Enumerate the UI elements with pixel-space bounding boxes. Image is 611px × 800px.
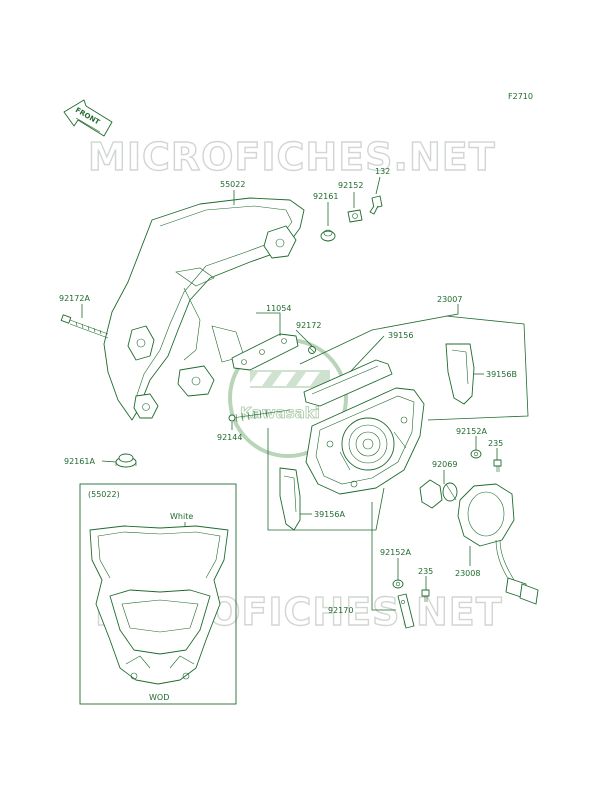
variant-color: White: [170, 512, 193, 521]
collar-92152-part: [347, 209, 363, 223]
kawasaki-logo-text: Kawasaki: [240, 404, 320, 422]
kawasaki-logo: Kawasaki: [228, 338, 348, 458]
part-label-11054: 11054: [266, 304, 291, 313]
headlight-cowl-part: [103, 197, 305, 421]
part-label-92152: 92152: [338, 181, 363, 190]
part-label-39156b: 39156B: [486, 370, 517, 379]
collar-92152a-upper-part: [470, 449, 482, 459]
figure-code: F2710: [508, 92, 533, 101]
part-label-39156: 39156: [388, 331, 413, 340]
variant-label: WOD: [149, 693, 169, 702]
screw-235-upper-part: [493, 459, 502, 472]
part-label-23007: 23007: [437, 295, 462, 304]
collar-92152a-lower-part: [392, 579, 404, 589]
part-label-23008: 23008: [455, 569, 480, 578]
leader-lines: [81, 176, 529, 611]
headlight-unit-23007-part: [305, 387, 425, 495]
screw-92172-part: [308, 346, 316, 354]
part-label-92069: 92069: [432, 460, 457, 469]
part-label-92172: 92172: [296, 321, 321, 330]
variant-ref: (55022): [88, 490, 120, 499]
screw-235-lower-part: [421, 589, 430, 602]
grommet-92161-part: [320, 229, 336, 242]
part-label-92152a-lower: 92152A: [380, 548, 411, 557]
cover-39156b-part: [445, 343, 475, 405]
cover-39156a-part: [279, 467, 301, 531]
plate-92170-part: [397, 593, 415, 629]
bulb-92069-part: [419, 479, 458, 509]
front-arrow-icon: FRONT: [63, 99, 113, 137]
part-label-92161a: 92161A: [64, 457, 95, 466]
part-label-92161: 92161: [313, 192, 338, 201]
part-label-132: 132: [375, 167, 390, 176]
part-label-39156a: 39156A: [314, 510, 345, 519]
part-label-55022: 55022: [220, 180, 245, 189]
watermark-top: MICROFICHES.NET: [88, 135, 496, 179]
socket-cover-23008-part: [457, 483, 539, 605]
part-label-235-lower: 235: [418, 567, 433, 576]
part-label-92170: 92170: [328, 606, 353, 615]
grommet-92161a-part: [115, 453, 137, 468]
bolt-92172a-part: [60, 314, 109, 339]
bracket-11054-part: [231, 333, 299, 371]
part-label-92144: 92144: [217, 433, 242, 442]
cover-39156-part: [303, 359, 393, 407]
variant-inset: (55022) White WOD: [79, 483, 237, 705]
part-label-92152a-upper: 92152A: [456, 427, 487, 436]
white-cowl-part: [89, 525, 229, 685]
bolt-92144-part: [228, 408, 291, 423]
screw-132-part: [369, 195, 383, 215]
part-label-92172a: 92172A: [59, 294, 90, 303]
part-label-235-upper: 235: [488, 439, 503, 448]
